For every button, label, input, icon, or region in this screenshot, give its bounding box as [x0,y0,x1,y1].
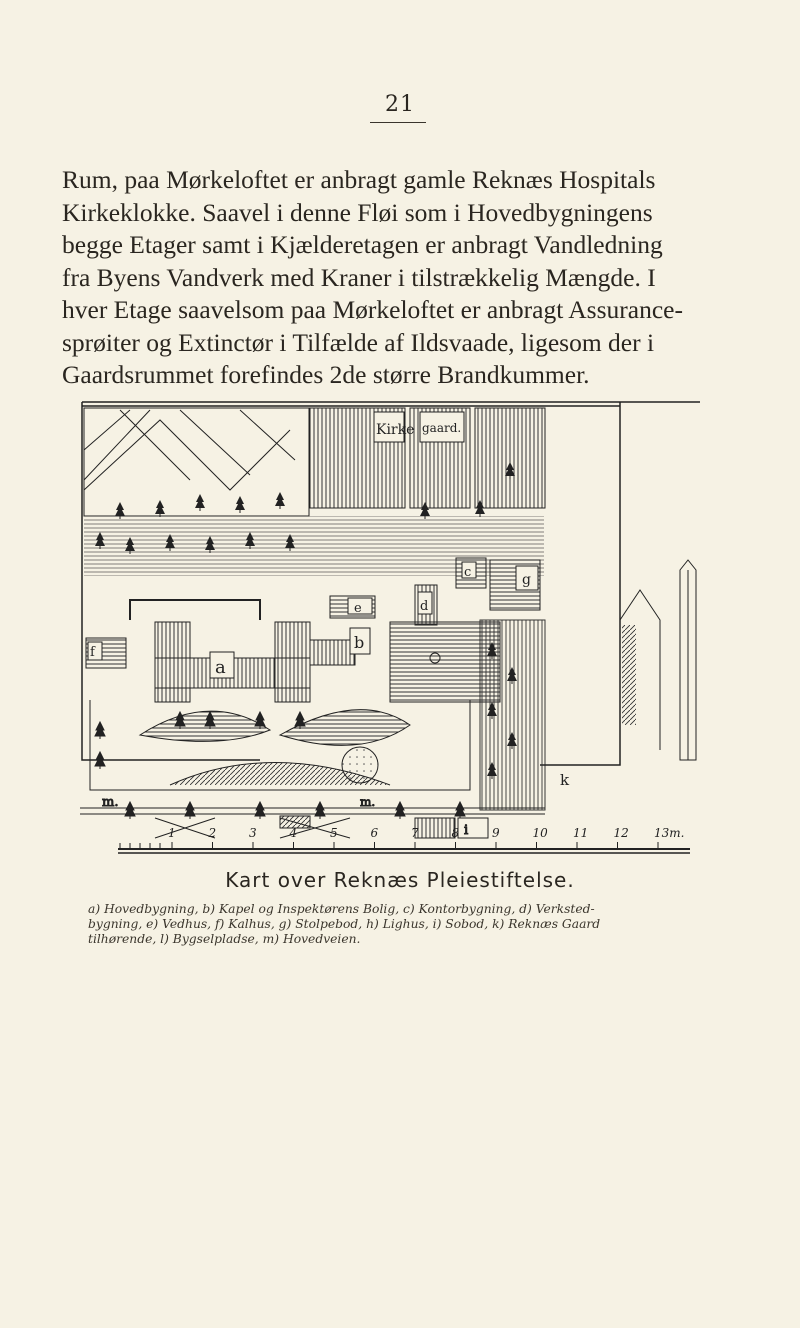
front-gardens [89,700,471,791]
gaard-block: gaard. [409,407,546,509]
scale-tick-label: 3 [249,826,257,840]
body-line: Kirkeklokke. Saavel i denne Fløi som i H… [62,197,653,227]
label-e: e [354,601,362,616]
east-buildings [389,619,546,811]
scale-tick-label: 6 [371,826,379,840]
scale-tick-label: 1 [168,826,176,840]
scale-tick-label: 5 [330,826,338,840]
label-f: f [90,645,96,660]
church-building: Kirke [309,407,414,509]
reknaes-gaard: k [560,559,697,789]
body-line: Gaardsrummet forefindes 2de større Brand… [62,360,590,389]
legend-line: bygning, e) Vedhus, f) Kalhus, g) Stolpe… [88,917,601,931]
body-line: hver Etage saavelsom paa Mørkeloftet er … [62,295,683,324]
page-number-rule [370,122,426,123]
label-b: b [354,633,364,652]
scale-tick-label: 8 [452,826,460,840]
lower-fields: i [154,815,489,839]
scale-tick-label: 13m. [654,826,684,840]
label-i: i [464,823,468,838]
body-line: sprøiter og Extinctør i Tilfælde af Ilds… [62,327,655,357]
scale-tick-label: 12 [614,826,629,840]
site-map: Kirke gaard. c d e [60,390,750,840]
scale-tick-label: 7 [411,826,419,840]
label-kirke: Kirke [376,422,414,438]
body-line: begge Etager samt i Kjælderetagen er anb… [62,230,663,259]
page-number: 21 [385,92,415,117]
legend-line: tilhørende, l) Bygselpladse, m) Hovedvei… [88,932,361,946]
scale-tick-label: 2 [208,826,217,840]
label-c: c [464,565,471,580]
body-line: fra Byens Vandverk med Kraner i tilstræk… [62,262,656,292]
label-k: k [560,771,570,789]
label-a: a [215,657,226,678]
label-gaard: gaard. [422,421,461,435]
body-line: Rum, paa Mørkeloftet er anbragt gamle Re… [62,165,656,194]
label-d: d [420,599,428,614]
main-road: m. m. [80,795,545,820]
map-caption-title: Kart over Reknæs Pleiestiftelse. [225,868,575,892]
legend-line: a) Hovedbygning, b) Kapel og Inspektøren… [88,902,595,916]
outbuildings: c d e g [329,557,541,626]
scale-tick-label: 10 [533,826,549,840]
scale-tick-label: 11 [573,826,588,840]
label-m1: m. [102,795,118,810]
scale-tick-label: 9 [492,826,500,840]
map-legend: a) Hovedbygning, b) Kapel og Inspektøren… [88,902,728,947]
scale-tick-label: 4 [289,826,298,840]
site-boundary [81,401,700,766]
site-map-drawing: Kirke gaard. c d e [80,401,700,839]
label-m2: m. [360,795,375,809]
main-building: f a b [85,599,371,703]
label-g: g [522,572,531,588]
scale-bar [60,665,750,715]
upper-garden [83,407,310,517]
body-text: Rum, paa Mørkeloftet er anbragt gamle Re… [62,164,752,392]
